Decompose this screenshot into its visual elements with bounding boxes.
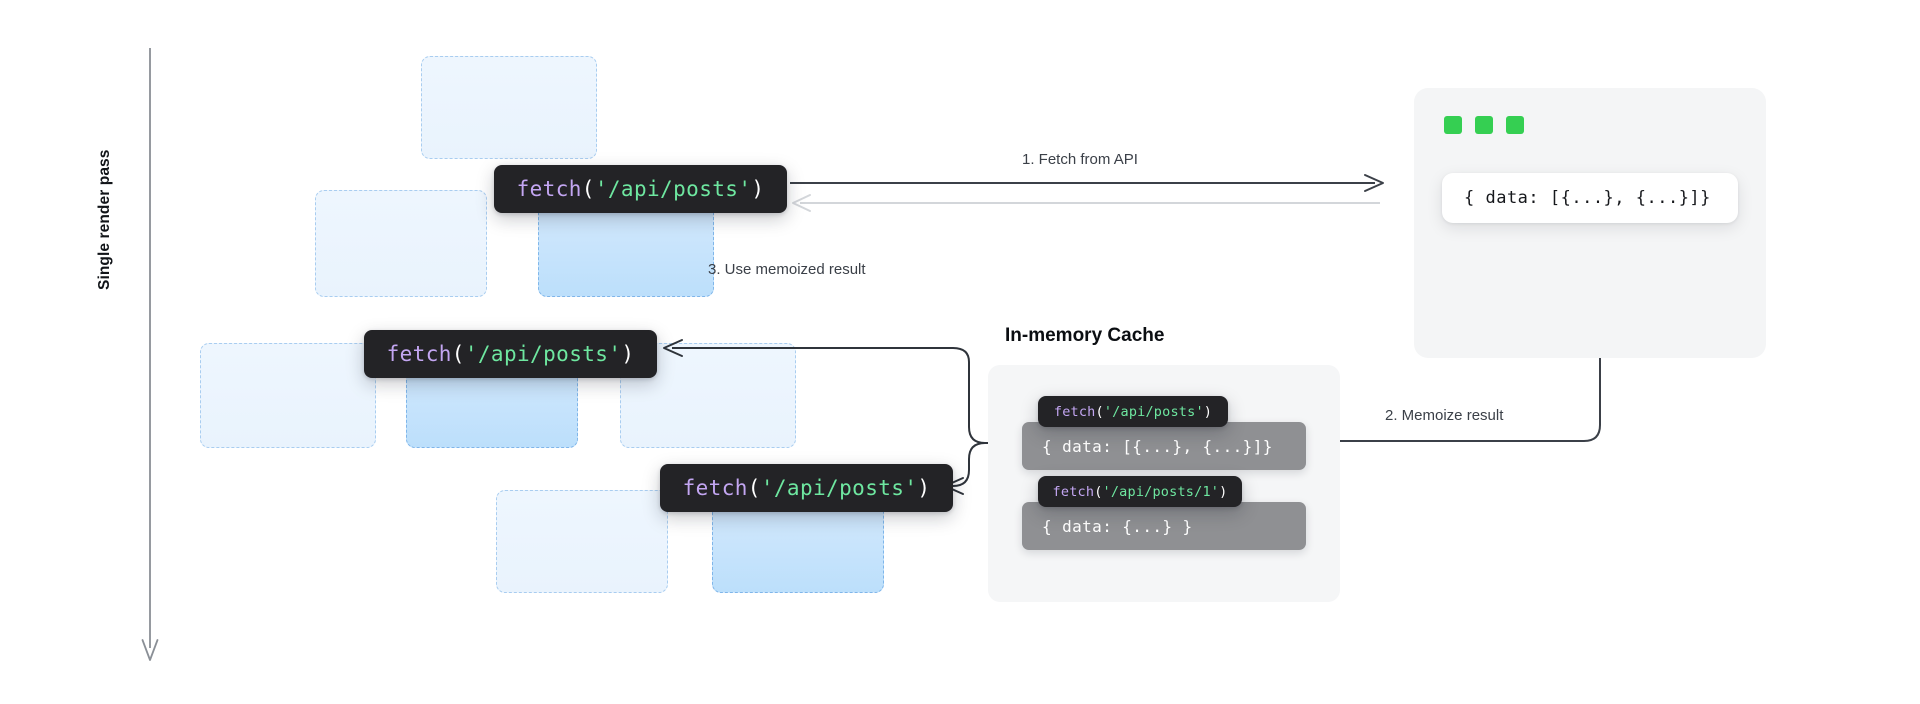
fetch-call-chip-2: fetch('/api/posts') <box>364 330 657 378</box>
code-function-name: fetch <box>1053 403 1096 420</box>
fetch-call-chip-3: fetch('/api/posts') <box>660 464 953 512</box>
component-box <box>200 343 376 448</box>
code-paren-open: ( <box>1095 403 1104 420</box>
cache-entry-value-2: { data: {...} } <box>1022 502 1306 550</box>
code-string-arg: '/api/posts' <box>760 476 918 500</box>
component-box <box>496 490 668 593</box>
step-label-memoize-result: 2. Memoize result <box>1385 407 1504 424</box>
code-string-arg: '/api/posts' <box>464 342 622 366</box>
code-paren-open: ( <box>581 177 595 201</box>
server-status-dots <box>1444 116 1524 134</box>
component-box <box>315 190 487 297</box>
code-function-name: fetch <box>682 476 748 500</box>
code-paren-close: ) <box>621 342 635 366</box>
cache-entry-key-1: fetch('/api/posts') <box>1038 396 1228 427</box>
code-function-name: fetch <box>386 342 452 366</box>
in-memory-cache-heading: In-memory Cache <box>1005 325 1165 346</box>
code-paren-open: ( <box>747 476 761 500</box>
green-dot-icon <box>1506 116 1524 134</box>
server-response-payload: { data: [{...}, {...}]} <box>1442 173 1738 223</box>
code-paren-close: ) <box>751 177 765 201</box>
server-panel: { data: [{...}, {...}]} <box>1414 88 1766 358</box>
fetch-call-chip-1: fetch('/api/posts') <box>494 165 787 213</box>
code-function-name: fetch <box>516 177 582 201</box>
step-label-use-memoized-result: 3. Use memoized result <box>708 261 866 278</box>
step-label-fetch-from-api: 1. Fetch from API <box>1022 151 1138 168</box>
code-paren-close: ) <box>1203 403 1213 420</box>
code-string-arg: '/api/posts' <box>1103 403 1204 420</box>
cache-entry-key-2: fetch('/api/posts/1') <box>1038 476 1242 507</box>
green-dot-icon <box>1444 116 1462 134</box>
component-box <box>421 56 597 159</box>
code-paren-open: ( <box>451 342 465 366</box>
code-string-arg: '/api/posts/1' <box>1102 483 1220 500</box>
green-dot-icon <box>1475 116 1493 134</box>
code-paren-close: ) <box>917 476 931 500</box>
code-string-arg: '/api/posts' <box>594 177 752 201</box>
cache-entry-value-1: { data: [{...}, {...}]} <box>1022 422 1306 470</box>
code-function-name: fetch <box>1052 483 1095 500</box>
code-paren-open: ( <box>1094 483 1103 500</box>
in-memory-cache-panel: { data: [{...}, {...}]} fetch('/api/post… <box>988 365 1340 602</box>
code-paren-close: ) <box>1219 483 1228 500</box>
